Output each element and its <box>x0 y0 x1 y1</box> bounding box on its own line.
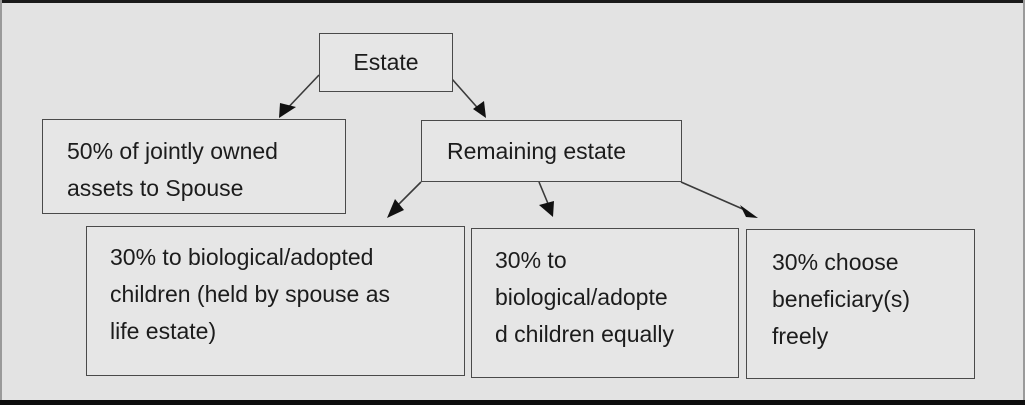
node-spouse-share-label: 50% of jointly owned assets to Spouse <box>67 138 278 201</box>
node-estate: Estate <box>319 33 453 92</box>
arrow-remaining-to-free-choice <box>680 181 746 211</box>
frame-bottom-border <box>0 400 1025 405</box>
arrowhead-icon <box>279 103 296 118</box>
node-free-choice: 30% choose beneficiary(s) freely <box>746 229 975 379</box>
node-life-estate-children: 30% to biological/adopted children (held… <box>86 226 465 376</box>
frame-left-border <box>0 0 2 405</box>
arrowhead-icon <box>473 101 486 118</box>
arrowhead-icon <box>539 201 554 217</box>
arrowhead-icon <box>740 205 758 218</box>
node-spouse-share: 50% of jointly owned assets to Spouse <box>42 119 346 214</box>
arrowheads <box>279 101 758 218</box>
node-life-estate-children-label: 30% to biological/adopted children (held… <box>110 244 390 344</box>
node-children-equally-label: 30% to biological/adopte d children equa… <box>495 247 675 347</box>
node-free-choice-label: 30% choose beneficiary(s) freely <box>772 249 911 349</box>
node-remaining-estate-label: Remaining estate <box>447 138 626 164</box>
frame-top-border <box>0 0 1025 3</box>
node-children-equally: 30% to biological/adopte d children equa… <box>471 228 739 378</box>
arrowhead-icon <box>387 199 404 218</box>
arrow-remaining-to-children-equal <box>538 181 550 207</box>
frame-right-border <box>1023 0 1025 405</box>
node-estate-label: Estate <box>353 49 419 75</box>
node-remaining-estate: Remaining estate <box>421 120 682 182</box>
